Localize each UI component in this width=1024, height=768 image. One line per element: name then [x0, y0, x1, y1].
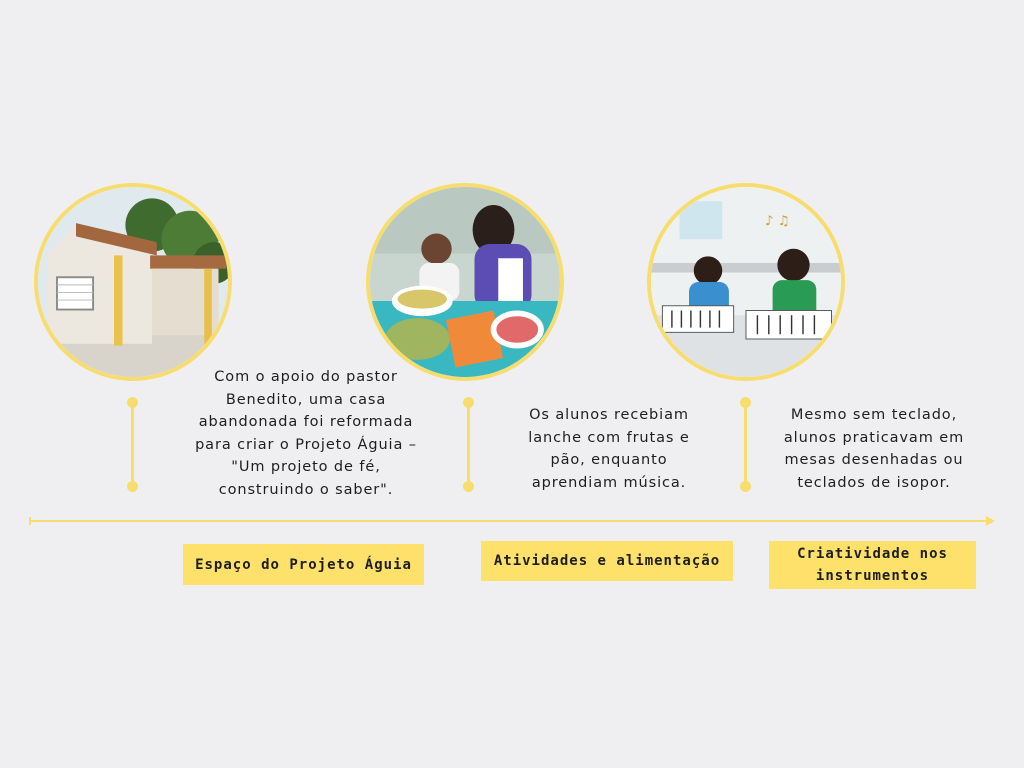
house-description: Com o apoio do pastor Benedito, uma casa…: [195, 369, 417, 498]
label-criatividade-instrumentos: Criatividade nos instrumentos: [769, 541, 976, 589]
connector-line: [131, 402, 134, 485]
svg-text:♪ ♫: ♪ ♫: [765, 214, 790, 229]
label-espaco-projeto-aguia: Espaço do Projeto Águia: [183, 544, 424, 585]
house-photo: [34, 183, 232, 381]
connector-line: [744, 402, 747, 485]
connector-dot-bottom: [463, 481, 474, 492]
meal-description: Os alunos recebiam lanche com frutas e p…: [528, 407, 690, 491]
connector-line: [467, 402, 470, 485]
children-paper-keyboards-photo: ♪ ♫: [647, 183, 845, 381]
children-eating-fruit-photo: [366, 183, 564, 381]
timeline-axis: [30, 520, 988, 522]
connector-dot-bottom: [740, 481, 751, 492]
keyboard-description: Mesmo sem teclado, alunos praticavam em …: [783, 407, 965, 491]
label-atividades-alimentacao: Atividades e alimentação: [481, 541, 733, 581]
timeline-start-tick: [29, 517, 31, 525]
connector-dot-bottom: [127, 481, 138, 492]
timeline-arrow-icon: [986, 516, 995, 526]
